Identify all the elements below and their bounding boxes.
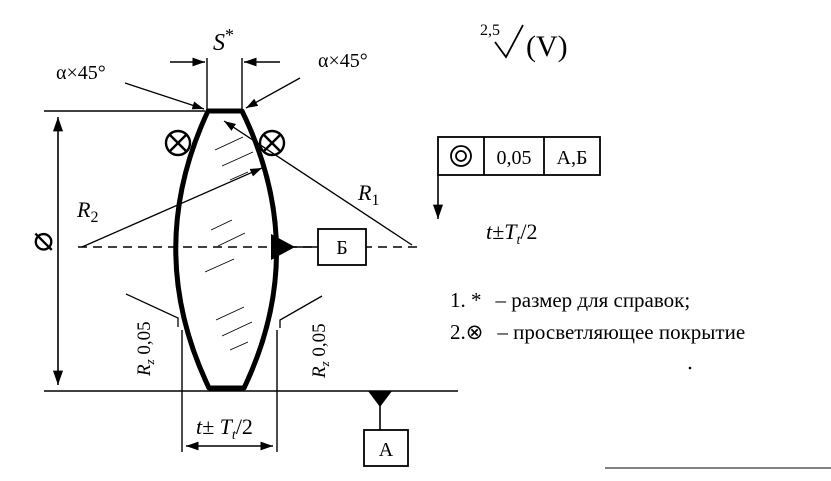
tolerance-frame: 0,05 А,Б: [437, 136, 601, 176]
circle-cross-icon: [164, 129, 192, 157]
chamfer-right-label: α×45°: [318, 50, 368, 72]
glass-hatching: [204, 136, 254, 351]
rz-right-label: Rz 0,05: [309, 323, 332, 379]
r1-label: R1: [357, 180, 379, 209]
datum-a-triangle: [368, 391, 392, 407]
r2-leader: [81, 167, 263, 248]
thickness-label: S*: [213, 25, 234, 56]
chamfer-left-leader: [124, 82, 205, 110]
edge-thickness-label: t± Tt/2: [196, 414, 253, 443]
datum-b-box: [317, 228, 367, 266]
datum-a-label: А: [379, 439, 394, 461]
thickness-tolerance-label: t±Tt/2: [486, 219, 537, 248]
rz-left-sign: [125, 293, 179, 327]
r2-label: R2: [76, 197, 98, 226]
rz-right-sign: [279, 295, 323, 328]
circle-cross-icon: [258, 129, 286, 157]
datum-b-triangle: [271, 234, 295, 260]
concentricity-icon: [450, 145, 472, 167]
diameter-symbol: ⌀: [23, 232, 60, 252]
note-2-number: 2.⊗: [450, 320, 484, 344]
chamfer-right-leader: [245, 77, 301, 109]
datum-a-box: [363, 429, 409, 467]
roughness-general: (V): [526, 30, 568, 63]
lens-outline: [173, 108, 279, 391]
roughness-check-icon: [494, 24, 524, 59]
rz-left-label: Rz 0,05: [134, 321, 157, 377]
r1-leader: [223, 120, 413, 246]
chamfer-left-label: α×45°: [56, 62, 106, 84]
note-2-text: – просветляющее покрытие: [497, 320, 746, 344]
note-1-number: 1. *: [450, 288, 482, 312]
datum-b-label: Б: [336, 237, 347, 259]
note-1-text: – размер для справок;: [495, 288, 691, 312]
tolerance-datums: А,Б: [557, 147, 588, 169]
note-1: 1. * – размер для справок;: [450, 290, 690, 311]
roughness-value: 2,5: [480, 22, 500, 39]
note-2: 2.⊗ – просветляющее покрытие: [450, 322, 745, 343]
stray-dot: [688, 366, 692, 370]
tolerance-value: 0,05: [497, 147, 532, 169]
